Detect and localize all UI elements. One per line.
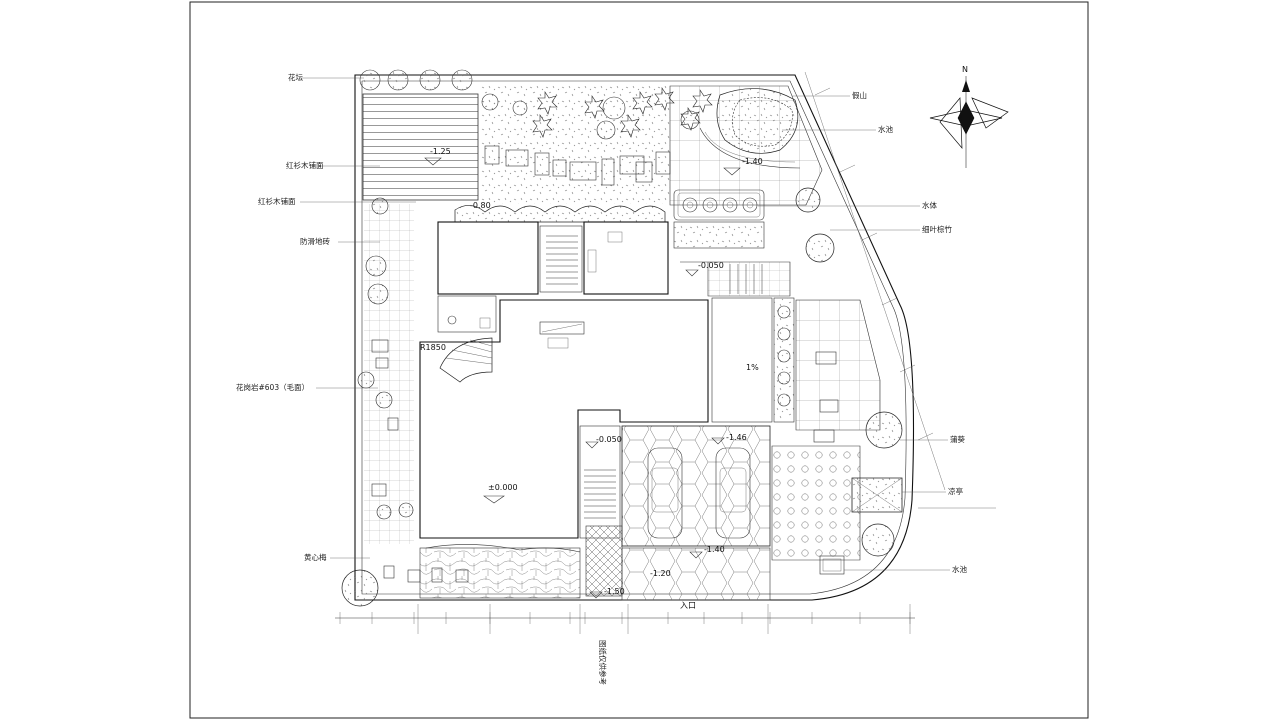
- right-callouts: 假山 水池 水体 细叶棕竹 蒲葵 凉亭 水池: [758, 90, 996, 574]
- east-terrace: -0.050 1%: [680, 261, 795, 423]
- garage: -0.050 -1.46: [579, 425, 771, 597]
- svg-text:黄心梅: 黄心梅: [304, 552, 327, 562]
- svg-text:入口: 入口: [680, 601, 696, 610]
- house-outline: R1850 ±0.000: [419, 221, 709, 539]
- svg-text:-1.46: -1.46: [726, 433, 747, 442]
- svg-text:花坛: 花坛: [288, 72, 303, 82]
- wood-deck: -1.25: [362, 93, 479, 201]
- flower-bed-trees: [359, 69, 473, 91]
- svg-text:N: N: [962, 65, 968, 74]
- hedge-row: -0.80: [454, 201, 666, 223]
- svg-text:假山: 假山: [852, 90, 867, 100]
- svg-text:-1.50: -1.50: [604, 587, 625, 596]
- north-arrow-icon: N: [929, 65, 1009, 168]
- top-garden: [480, 86, 713, 204]
- svg-text:1%: 1%: [746, 363, 759, 372]
- svg-text:-1.40: -1.40: [704, 545, 725, 554]
- svg-text:-1.20: -1.20: [650, 569, 671, 578]
- svg-text:水池: 水池: [878, 124, 893, 134]
- stone-paving: -1.20 -1.50: [419, 544, 671, 599]
- bottom-dimensions: [335, 604, 915, 634]
- svg-text:水体: 水体: [922, 200, 937, 210]
- svg-text:水池: 水池: [952, 564, 967, 574]
- svg-text:-0.050: -0.050: [698, 261, 724, 270]
- svg-text:±0.000: ±0.000: [488, 483, 518, 492]
- svg-text:红衫木铺面: 红衫木铺面: [258, 196, 296, 206]
- vertical-note: 图纸仅供参考: [598, 640, 608, 685]
- front-paving: -1.40 入口: [621, 545, 771, 610]
- site-boundary: [354, 71, 946, 601]
- ne-court: -1.40: [669, 85, 823, 206]
- svg-text:蒲葵: 蒲葵: [950, 434, 965, 444]
- east-garden: [771, 187, 903, 575]
- water-feature: [673, 189, 765, 249]
- svg-text:花岗岩#603（毛面）: 花岗岩#603（毛面）: [236, 382, 309, 392]
- west-strip: [341, 197, 469, 607]
- svg-text:凉亭: 凉亭: [948, 486, 963, 496]
- svg-text:细叶棕竹: 细叶棕竹: [922, 224, 952, 234]
- svg-text:红衫木铺面: 红衫木铺面: [286, 160, 324, 170]
- svg-text:R1850: R1850: [420, 343, 446, 352]
- left-callouts: 花坛 红衫木铺面 红衫木铺面 防滑地砖 花岗岩#603（毛面） 黄心梅: [236, 72, 416, 562]
- svg-text:-0.80: -0.80: [470, 201, 491, 210]
- svg-text:防滑地砖: 防滑地砖: [300, 236, 330, 246]
- svg-text:-1.25: -1.25: [430, 147, 451, 156]
- svg-text:-1.40: -1.40: [742, 157, 763, 166]
- svg-text:-0.050: -0.050: [596, 435, 622, 444]
